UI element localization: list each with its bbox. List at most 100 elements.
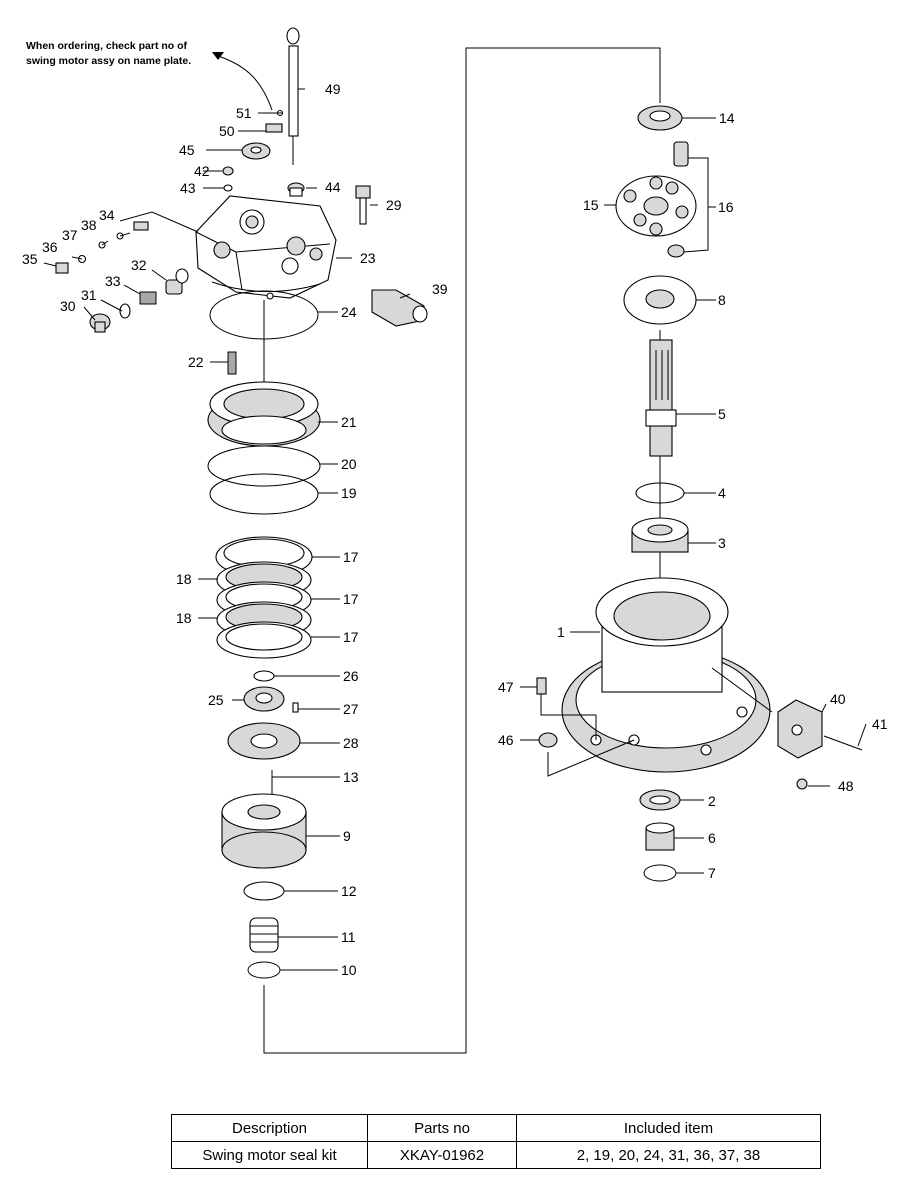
callout-8: 8 bbox=[718, 292, 726, 308]
callout-11: 11 bbox=[341, 929, 356, 945]
part-26-oring bbox=[253, 670, 275, 682]
callout-13: 13 bbox=[343, 769, 359, 785]
part-50-51-plug bbox=[265, 109, 284, 133]
note-arrow-head bbox=[212, 52, 224, 60]
callout-18a: 18 bbox=[176, 571, 192, 587]
callout-15: 15 bbox=[583, 197, 599, 213]
part-22-pin bbox=[227, 351, 237, 375]
part-1-housing bbox=[561, 577, 771, 773]
part-30-plug bbox=[89, 313, 111, 333]
part-29-bolt bbox=[355, 185, 371, 225]
header-description: Description bbox=[171, 1114, 368, 1142]
part-43-oring bbox=[223, 184, 233, 192]
part-6-bushing bbox=[645, 822, 675, 851]
callout-25: 25 bbox=[208, 692, 224, 708]
callout-35: 35 bbox=[22, 251, 38, 267]
part-14-bearing bbox=[637, 105, 683, 131]
callout-45: 45 bbox=[179, 142, 195, 158]
part-9-cylinder-block bbox=[221, 793, 307, 869]
part-17-18-plates bbox=[215, 536, 313, 659]
part-27-pin bbox=[292, 702, 299, 713]
part-28-valve-plate bbox=[227, 722, 301, 760]
callout-50: 50 bbox=[219, 123, 235, 139]
leader-lines bbox=[43, 88, 867, 971]
part-12-snap-ring bbox=[243, 881, 285, 901]
callout-17b: 17 bbox=[343, 591, 359, 607]
part-32-check-valve bbox=[165, 268, 189, 295]
callout-numbers: 1 2 3 4 5 6 7 8 9 10 11 12 13 14 15 16 1… bbox=[22, 81, 888, 978]
part-23-valve-housing bbox=[195, 195, 337, 300]
callout-36: 36 bbox=[42, 239, 58, 255]
part-44-valve bbox=[287, 182, 305, 197]
cell-parts-no: XKAY-01962 bbox=[367, 1141, 517, 1169]
callout-3: 3 bbox=[718, 535, 726, 551]
callout-30: 30 bbox=[60, 298, 76, 314]
callout-21: 21 bbox=[341, 414, 357, 430]
part-8-swash-plate bbox=[623, 275, 697, 325]
part-16-piston-shoe bbox=[667, 141, 689, 258]
callout-31: 31 bbox=[81, 287, 97, 303]
callout-18b: 18 bbox=[176, 610, 192, 626]
callout-19: 19 bbox=[341, 485, 357, 501]
callout-28: 28 bbox=[343, 735, 359, 751]
part-39-relief-valve bbox=[371, 289, 428, 327]
part-45-seal bbox=[241, 142, 271, 160]
callout-1: 1 bbox=[557, 624, 565, 640]
callout-4: 4 bbox=[718, 485, 726, 501]
callout-34: 34 bbox=[99, 207, 115, 223]
assembly-connector-line bbox=[263, 47, 661, 1054]
note-arrow bbox=[217, 55, 273, 111]
callout-6: 6 bbox=[708, 830, 716, 846]
part-41-bolt bbox=[823, 735, 863, 751]
header-included-item: Included item bbox=[516, 1114, 821, 1142]
callout-12: 12 bbox=[341, 883, 357, 899]
part-47-pin bbox=[536, 677, 547, 695]
callout-26: 26 bbox=[343, 668, 359, 684]
part-11-spring bbox=[249, 917, 279, 953]
part-34-fitting bbox=[133, 221, 149, 231]
callout-2: 2 bbox=[708, 793, 716, 809]
callout-27: 27 bbox=[343, 701, 359, 717]
callout-37: 37 bbox=[62, 227, 78, 243]
callout-33: 33 bbox=[105, 273, 121, 289]
callout-49: 49 bbox=[325, 81, 341, 97]
cell-included-item: 2, 19, 20, 24, 31, 36, 37, 38 bbox=[516, 1141, 821, 1169]
callout-46: 46 bbox=[498, 732, 514, 748]
callout-20: 20 bbox=[341, 456, 357, 472]
callout-38: 38 bbox=[81, 217, 97, 233]
part-2-seal bbox=[639, 789, 681, 811]
callout-43: 43 bbox=[180, 180, 196, 196]
part-20-ring bbox=[207, 445, 321, 487]
part-25-bearing bbox=[243, 686, 285, 712]
callout-40: 40 bbox=[830, 691, 846, 707]
callout-17a: 17 bbox=[343, 549, 359, 565]
part-24-oring bbox=[209, 290, 319, 340]
part-19-ring bbox=[209, 473, 319, 515]
callout-17c: 17 bbox=[343, 629, 359, 645]
callout-24: 24 bbox=[341, 304, 357, 320]
callout-51: 51 bbox=[236, 105, 252, 121]
part-10-ring bbox=[247, 961, 281, 979]
ordering-note-line1: When ordering, check part no of bbox=[26, 40, 188, 52]
callout-41: 41 bbox=[872, 716, 888, 732]
part-5-shaft bbox=[645, 339, 677, 457]
part-7-snap-ring bbox=[643, 864, 677, 882]
ordering-note-line2: swing motor assy on name plate. bbox=[26, 55, 191, 67]
table-row: Swing motor seal kit XKAY-01962 2, 19, 2… bbox=[171, 1141, 821, 1169]
callout-7: 7 bbox=[708, 865, 716, 881]
part-48-nut bbox=[796, 778, 808, 790]
callout-22: 22 bbox=[188, 354, 204, 370]
seal-kit-table: Description Parts no Included item Swing… bbox=[171, 1114, 821, 1169]
callout-9: 9 bbox=[343, 828, 351, 844]
part-15-retainer-plate bbox=[615, 175, 697, 237]
callout-5: 5 bbox=[718, 406, 726, 422]
part-31-oring bbox=[119, 303, 131, 319]
callout-47: 47 bbox=[498, 679, 514, 695]
callout-10: 10 bbox=[341, 962, 357, 978]
callout-44: 44 bbox=[325, 179, 341, 195]
part-21-brake-piston bbox=[207, 381, 321, 447]
callout-42: 42 bbox=[194, 163, 210, 179]
part-40-block bbox=[777, 699, 823, 759]
part-35-plug bbox=[55, 262, 69, 274]
callout-39: 39 bbox=[432, 281, 448, 297]
